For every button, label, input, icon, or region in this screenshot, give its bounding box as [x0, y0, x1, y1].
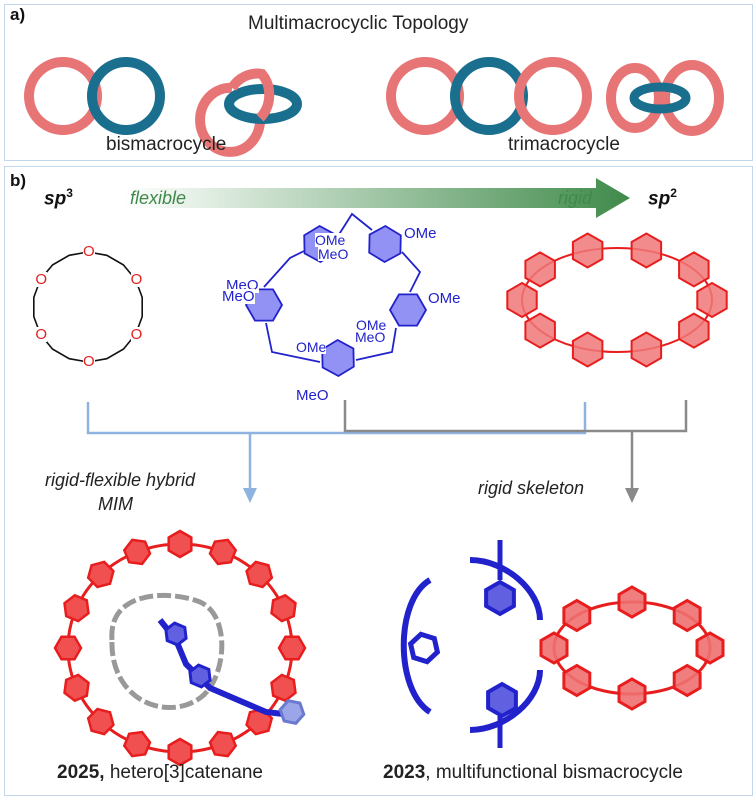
cpp-ring-2	[678, 312, 710, 349]
connector-gray	[343, 400, 688, 503]
crown-oxygen-6: O	[35, 270, 48, 288]
crown-oxygen-1: O	[83, 243, 95, 260]
crown-oxygen-4: O	[83, 353, 95, 370]
pillararene-ring-2	[368, 224, 402, 264]
catenane-pillar-ring-1	[164, 621, 188, 647]
result-right-caption: 2023, multifunctional bismacrocycle	[383, 762, 683, 783]
hetero-catenane-crystal-structure	[53, 529, 307, 767]
bismacrocycle-crystal-structure	[400, 540, 725, 748]
catenane-cpp-ring-12	[122, 538, 152, 566]
bismac-pillar-ring-2	[486, 681, 518, 719]
crown-ring-bonds	[32, 251, 143, 363]
bismac-pillar-ring-1	[484, 579, 516, 617]
cpp-ring-5	[524, 312, 556, 349]
cpp-ring-6	[506, 281, 538, 319]
cpp-ring-4	[571, 331, 604, 368]
methoxy-9: OMe	[296, 339, 327, 355]
cpp-ring-8	[571, 232, 604, 269]
catenane-cpp-ring-15	[245, 560, 274, 589]
result-left-caption: 2025, hetero[3]catenane	[57, 762, 264, 783]
pillararene-bridge-3	[401, 251, 422, 293]
pillararene-ring-3	[244, 288, 284, 322]
catenane-cpp-ring-5	[167, 737, 193, 767]
caption-trimacrocycle: trimacrocycle	[508, 134, 620, 155]
methoxy-7: OMe	[356, 317, 387, 333]
catenane-cpp-ring-16	[270, 593, 297, 623]
bismac-cpp-ring-7	[617, 585, 647, 619]
catenane-cpp-ring-4	[208, 730, 238, 758]
pillararene-bridge-5	[265, 322, 321, 363]
flexible-label: flexible	[130, 188, 187, 208]
crown-ether-structure	[32, 251, 143, 363]
trimacrocycle-interlocked-rings	[606, 60, 724, 136]
crown-oxygen-3: O	[130, 325, 143, 343]
bismac-cpp-ring-8	[672, 598, 702, 633]
sp3-label: sp3	[44, 186, 73, 210]
catenane-cpp-ring-8	[63, 673, 90, 703]
bismacrocycle-flat-rings	[24, 57, 165, 135]
bismac-cpp-ring-2	[672, 663, 702, 698]
panel-a-title: Multimacrocyclic Topology	[248, 13, 469, 34]
pillararene-bridge-4	[355, 327, 397, 361]
pillararene-structure	[244, 212, 428, 378]
catenane-cpp-ring-14	[208, 538, 238, 566]
catenane-cpp-ring-7	[86, 707, 115, 736]
crown-oxygen-2: O	[130, 270, 143, 288]
rigid-label: rigid	[558, 188, 593, 208]
bismac-cpp-ring-4	[562, 663, 592, 698]
cycloparaphenylene-structure	[506, 232, 728, 368]
branch-right-label: rigid skeleton	[478, 478, 585, 498]
catenane-cpp-ring-10	[63, 593, 90, 623]
methoxy-6: OMe	[428, 290, 461, 307]
flexible-rigid-gradient-arrow	[124, 178, 630, 218]
bismac-cpp-ring-1	[695, 631, 725, 665]
catenane-cpp-ring-3	[245, 707, 274, 736]
connector-blue	[86, 402, 587, 503]
bismac-cpp-ring-5	[539, 631, 569, 665]
trimacrocycle-flat-rings	[386, 57, 592, 135]
pillararene-ring-5	[321, 338, 355, 378]
panel-a-label: a)	[10, 5, 26, 24]
catenane-cpp-ring-1	[277, 635, 307, 661]
branch-left-line2: MIM	[98, 494, 133, 514]
cpp-ring-1	[696, 281, 728, 319]
cpp-ring-10	[678, 251, 710, 288]
methoxy-5: OMe	[404, 225, 437, 242]
methoxy-3: OMe	[315, 232, 346, 248]
panel-b-label: b)	[10, 171, 27, 190]
cpp-ring-9	[630, 232, 663, 269]
catenane-cpp-ring-13	[167, 529, 193, 559]
caption-bismacrocycle: bismacrocycle	[106, 134, 227, 155]
branch-left-line1: rigid-flexible hybrid	[45, 470, 196, 490]
pillararene-bridge-2	[337, 212, 373, 237]
methoxy-4: MeO	[318, 246, 349, 262]
cpp-ring-7	[524, 251, 556, 288]
bismac-cpp-ring-3	[617, 677, 647, 711]
catenane-cpp-ring-6	[122, 730, 152, 758]
catenane-stopper	[278, 698, 306, 726]
catenane-crown-ring	[109, 592, 225, 710]
pillararene-bridge-1	[263, 250, 305, 288]
cpp-ring-3	[630, 331, 663, 368]
bismac-cpp-ring-6	[562, 598, 592, 633]
methoxy-8: MeO	[355, 329, 386, 345]
methoxy-10: MeO	[296, 387, 329, 404]
bismac-pillar-backbone	[400, 557, 543, 733]
bismac-pillar-ring-3	[407, 631, 441, 665]
catenane-cpp-ring-2	[270, 673, 297, 703]
catenane-cpp-ring-9	[53, 635, 83, 661]
catenane-cpp-ring-11	[86, 560, 115, 589]
crown-oxygen-5: O	[35, 325, 48, 343]
methoxy-2: MeO	[222, 288, 255, 305]
sp2-label: sp2	[648, 186, 677, 210]
pillararene-ring-4	[388, 293, 428, 327]
catenane-pillar-ring-2	[188, 663, 212, 689]
bismacrocycle-interlocked-rings	[195, 68, 302, 157]
